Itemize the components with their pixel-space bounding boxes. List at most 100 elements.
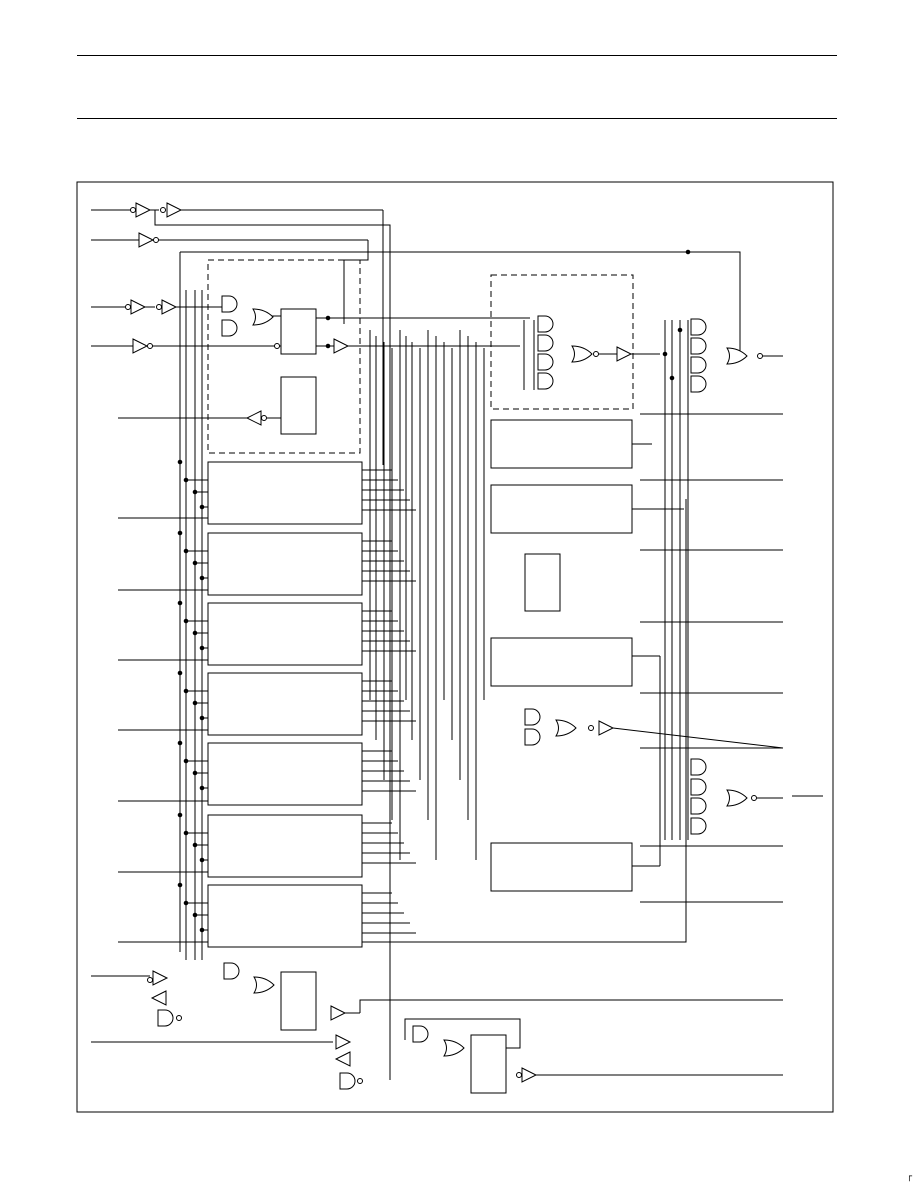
inverter-bubble xyxy=(125,304,131,310)
junction-dot xyxy=(192,770,198,776)
inverter-bubble xyxy=(160,207,166,213)
inverter-bubble xyxy=(593,351,599,357)
or-gate xyxy=(726,347,748,365)
logic-block-8 xyxy=(490,419,633,469)
junction-dot xyxy=(183,477,189,483)
junction-dot xyxy=(662,351,668,357)
and-gate xyxy=(690,375,707,393)
dashed-group-control xyxy=(207,259,361,454)
flip-flop xyxy=(280,376,317,435)
input-buffer xyxy=(132,338,148,354)
and-gate xyxy=(223,962,240,980)
wire xyxy=(154,210,391,1080)
wire xyxy=(612,727,784,749)
and-gate xyxy=(537,372,554,390)
junction-dot xyxy=(677,327,683,333)
inverter-bubble xyxy=(153,237,159,243)
junction-dot xyxy=(177,530,183,536)
junction-dot xyxy=(192,630,198,636)
flip-flop xyxy=(280,971,317,1031)
logic-block-4 xyxy=(207,672,363,736)
feedback-buffer xyxy=(335,1051,351,1067)
junction-dot xyxy=(183,830,189,836)
junction-dot xyxy=(177,882,183,888)
logic-block-6 xyxy=(207,814,363,878)
or-gate xyxy=(555,719,577,737)
inverter-bubble xyxy=(156,304,162,310)
junction-dot xyxy=(183,758,189,764)
and-gate xyxy=(221,319,238,337)
logic-block-11 xyxy=(490,842,633,892)
and-gate xyxy=(690,758,707,776)
or-gate xyxy=(253,976,275,994)
wire xyxy=(343,240,369,316)
logic-block-9 xyxy=(490,484,633,534)
junction-dot xyxy=(325,343,331,349)
and-gate xyxy=(524,728,541,746)
junction-dot xyxy=(199,785,205,791)
junction-dot xyxy=(199,927,205,933)
junction-dot xyxy=(183,618,189,624)
and-gate xyxy=(412,1025,429,1043)
junction-dot xyxy=(192,560,198,566)
junction-dot xyxy=(177,670,183,676)
wire xyxy=(180,251,741,356)
inverter-bubble xyxy=(751,795,757,801)
logic-block-7 xyxy=(207,884,363,948)
junction-dot xyxy=(199,857,205,863)
wire xyxy=(359,999,783,1013)
junction-dot xyxy=(177,600,183,606)
and-gate xyxy=(690,318,707,336)
or-gate xyxy=(252,308,274,326)
input-buffer xyxy=(152,970,168,986)
input-buffer xyxy=(166,202,182,218)
and-gate xyxy=(690,817,707,835)
or-gate xyxy=(726,789,748,807)
output-buffer xyxy=(521,1067,537,1083)
nand-gate xyxy=(157,1009,174,1027)
and-gate xyxy=(690,337,707,355)
flip-flop xyxy=(470,1034,507,1094)
and-gate xyxy=(690,778,707,796)
junction-dot xyxy=(183,548,189,554)
inverter-bubble xyxy=(176,1015,182,1021)
input-buffer xyxy=(135,202,151,218)
junction-dot xyxy=(199,575,205,581)
wire xyxy=(404,1018,521,1049)
page-corner-mark: ┌ xyxy=(906,1172,912,1182)
junction-dot xyxy=(685,249,691,255)
diagram-frame xyxy=(76,181,834,1113)
and-gate xyxy=(221,295,238,313)
logic-block-2 xyxy=(207,532,363,596)
junction-dot xyxy=(183,688,189,694)
inverter-bubble xyxy=(516,1072,522,1078)
junction-dot xyxy=(199,504,205,510)
inverter-bubble xyxy=(588,725,594,731)
logic-block-10 xyxy=(490,637,633,687)
header-rule-top xyxy=(77,55,837,56)
logic-block-5 xyxy=(207,742,363,806)
input-buffer xyxy=(335,1034,351,1050)
dashed-group-decoder xyxy=(490,274,634,410)
junction-dot xyxy=(199,645,205,651)
and-gate xyxy=(524,708,541,726)
junction-dot xyxy=(325,315,331,321)
wire xyxy=(362,499,687,943)
junction-dot xyxy=(192,842,198,848)
inverter-bubble xyxy=(130,207,136,213)
inverter-bubble xyxy=(357,1078,363,1084)
or-gate xyxy=(571,345,593,363)
inverter-bubble xyxy=(147,977,153,983)
inverter-bubble xyxy=(147,343,153,349)
input-buffer xyxy=(130,299,146,315)
inverter-bubble xyxy=(757,353,763,359)
flip-flop xyxy=(524,553,561,612)
header-rule-bottom xyxy=(77,118,837,119)
junction-dot xyxy=(177,459,183,465)
and-gate xyxy=(690,356,707,374)
inverter-bubble xyxy=(261,415,267,421)
and-gate xyxy=(690,797,707,815)
junction-dot xyxy=(183,900,189,906)
input-buffer xyxy=(138,232,154,248)
